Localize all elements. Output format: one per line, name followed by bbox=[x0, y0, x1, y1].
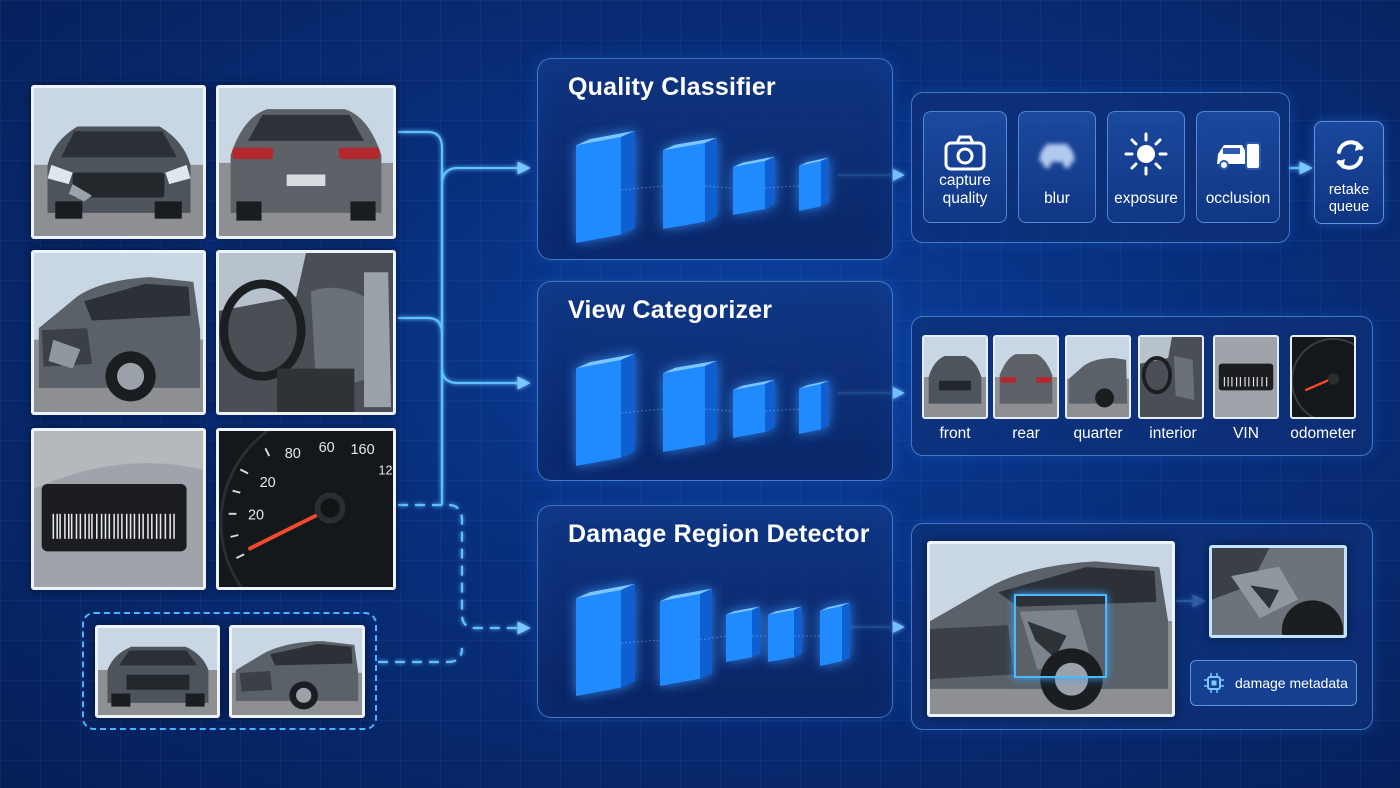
cnn-layer-5 bbox=[820, 602, 850, 666]
view-thumb-odometer bbox=[1290, 335, 1356, 419]
damage-bounding-box bbox=[1014, 594, 1107, 678]
cnn-layer-2 bbox=[663, 360, 717, 452]
cnn-layer-3 bbox=[733, 156, 775, 215]
retake-queue: retake queue bbox=[1314, 121, 1384, 224]
occlusion-label: occlusion bbox=[1205, 190, 1271, 207]
damage-metadata-label: damage metadata bbox=[1235, 675, 1348, 691]
refresh-icon bbox=[1336, 140, 1364, 170]
view-label-front: front bbox=[939, 425, 971, 442]
output-capture-quality: capture quality bbox=[923, 111, 1007, 223]
quality-network-diagram bbox=[568, 119, 868, 249]
odometer-tick-20b: 20 bbox=[248, 508, 264, 524]
view-label-quarter: quarter bbox=[1073, 425, 1123, 442]
camera-icon bbox=[944, 135, 986, 171]
odometer-tick-80: 80 bbox=[285, 446, 301, 462]
exposure-label: exposure bbox=[1114, 190, 1178, 207]
quality-classifier-title: Quality Classifier bbox=[568, 73, 776, 101]
damage-network-diagram bbox=[568, 570, 868, 700]
damage-detector-panel: Damage Region Detector bbox=[537, 505, 893, 718]
input-photo-interior bbox=[216, 250, 396, 415]
view-thumb-rear bbox=[993, 335, 1059, 419]
view-outputs-panel: front rear quarter interior VIN odometer bbox=[911, 316, 1373, 456]
wire-quality bbox=[398, 130, 444, 490]
view-thumb-vin bbox=[1213, 335, 1279, 419]
odometer-tick-160: 160 bbox=[350, 442, 374, 458]
damage-metadata: damage metadata bbox=[1190, 660, 1357, 706]
output-blur: blur bbox=[1018, 111, 1096, 223]
damage-detector-title: Damage Region Detector bbox=[568, 520, 870, 548]
capture-quality-label: capture quality bbox=[939, 172, 991, 207]
cnn-layer-1 bbox=[576, 130, 635, 243]
view-network-diagram bbox=[568, 342, 868, 472]
view-categorizer-title: View Categorizer bbox=[568, 296, 773, 324]
cnn-layer-1 bbox=[576, 583, 635, 696]
damage-source-photo bbox=[927, 541, 1175, 717]
wire-damage-dashed bbox=[398, 503, 531, 635]
blur-label: blur bbox=[1044, 190, 1070, 207]
cnn-layer-4 bbox=[768, 606, 802, 662]
retake-queue-label: retake queue bbox=[1328, 182, 1370, 215]
cnn-layer-1 bbox=[576, 353, 635, 466]
view-label-vin: VIN bbox=[1233, 425, 1259, 442]
cnn-layer-4 bbox=[799, 380, 829, 434]
output-exposure: exposure bbox=[1107, 111, 1185, 223]
odometer-tick-12: 12 bbox=[379, 463, 393, 477]
chip-icon bbox=[1204, 673, 1224, 693]
odometer-tick-20a: 20 bbox=[260, 475, 276, 491]
occluded-car-icon bbox=[1217, 142, 1261, 170]
view-label-odometer: odometer bbox=[1290, 425, 1356, 442]
sun-icon bbox=[1124, 132, 1168, 176]
cnn-layer-3 bbox=[733, 379, 775, 438]
cnn-layer-2 bbox=[660, 588, 712, 686]
view-thumb-quarter bbox=[1065, 335, 1131, 419]
view-label-interior: interior bbox=[1149, 425, 1197, 442]
quality-classifier-panel: Quality Classifier bbox=[537, 58, 893, 260]
view-thumb-interior bbox=[1138, 335, 1204, 419]
view-label-rear: rear bbox=[1012, 425, 1040, 442]
odometer-tick-60: 60 bbox=[319, 440, 335, 456]
damage-crop-photo bbox=[1209, 545, 1347, 638]
input-photo-quarter bbox=[31, 250, 206, 415]
additional-photos-group bbox=[82, 612, 377, 730]
input-photo-vin bbox=[31, 428, 206, 590]
cnn-layer-4 bbox=[799, 157, 829, 211]
view-categorizer-panel: View Categorizer bbox=[537, 281, 893, 481]
input-photo-rear bbox=[216, 85, 396, 239]
cnn-layer-3 bbox=[726, 606, 760, 662]
quality-outputs-panel: capture quality blur exposure occlusion bbox=[911, 92, 1290, 243]
blurred-car-icon bbox=[1039, 144, 1075, 168]
view-thumb-front bbox=[922, 335, 988, 419]
cnn-layer-2 bbox=[663, 137, 717, 229]
input-photo-front bbox=[31, 85, 206, 239]
input-photo-front-extra bbox=[95, 625, 220, 718]
damage-outputs-panel bbox=[911, 523, 1373, 730]
input-photo-quarter-extra bbox=[229, 625, 365, 718]
input-photo-odometer: 80 60 160 20 20 12 bbox=[216, 428, 396, 590]
output-occlusion: occlusion bbox=[1196, 111, 1280, 223]
